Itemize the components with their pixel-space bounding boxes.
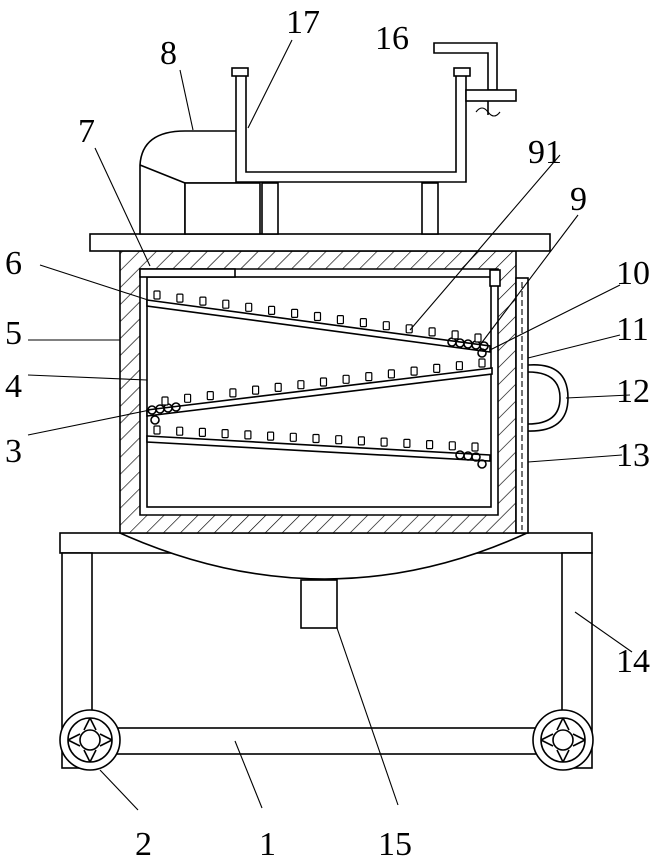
screen-tooth [221, 429, 229, 439]
label-9: 9 [570, 181, 587, 218]
screen-tooth [428, 327, 436, 337]
hopper [231, 67, 471, 183]
roller-cluster-lower [455, 450, 487, 469]
label-7: 7 [78, 113, 95, 150]
screen-tooth [359, 318, 367, 328]
screen-tooth [455, 361, 463, 371]
bottom-dome [119, 532, 528, 580]
label-10: 10 [616, 255, 650, 292]
screen-tooth [336, 315, 344, 325]
screen-teeth [153, 290, 486, 452]
screen-tooth [474, 333, 482, 343]
label-4: 4 [5, 368, 22, 405]
screen-tooth [199, 296, 207, 306]
water-inlet-pipe [433, 42, 517, 117]
motor [139, 130, 439, 235]
screen-tooth [426, 440, 434, 450]
screen-tooth [448, 441, 456, 451]
label-1: 1 [259, 826, 276, 863]
screen-tooth [206, 391, 214, 401]
side-slide-rail [489, 269, 529, 534]
screen-tooth [289, 432, 297, 442]
handle [527, 364, 569, 432]
screen-tooth [357, 436, 365, 446]
screen-tooth [161, 396, 169, 406]
screen-tooth [451, 330, 459, 340]
screen-tooth [312, 433, 320, 444]
screen-tooth [252, 385, 260, 395]
label-16: 16 [375, 20, 409, 57]
wheel-left [59, 709, 121, 771]
screen-tooth [342, 374, 350, 384]
screen-tooth [410, 366, 418, 376]
screen-tooth [198, 427, 206, 437]
screen-tooth [245, 302, 253, 312]
label-17: 17 [286, 4, 320, 41]
screen-tooth [274, 382, 282, 392]
label-14: 14 [616, 643, 650, 680]
screen-tooth [380, 437, 388, 447]
screen-tooth [365, 372, 373, 382]
screen-tooth [478, 358, 486, 368]
screen-tooth [176, 426, 184, 436]
base-rail [91, 727, 563, 755]
screen-tooth [153, 425, 161, 435]
screen-tooth [291, 308, 299, 318]
screen-tooth [382, 321, 390, 331]
screen-tooth [268, 305, 276, 315]
screen-tooth [153, 290, 161, 300]
screen-tooth [184, 393, 192, 403]
screen-tooth [267, 431, 275, 441]
label-13: 13 [616, 437, 650, 474]
label-5: 5 [5, 315, 22, 352]
leader-lines [27, 39, 633, 811]
screen-tooth [313, 311, 322, 322]
label-3: 3 [5, 433, 22, 470]
part-labels: 1 2 3 4 5 6 7 8 9 10 11 12 13 14 15 16 1… [5, 4, 650, 863]
wheel-right [532, 709, 594, 771]
label-2: 2 [135, 826, 152, 863]
label-11: 11 [616, 311, 649, 348]
screen-tooth [176, 293, 184, 303]
screen-tooth [403, 438, 411, 448]
label-15: 15 [378, 826, 412, 863]
inner-baffle [139, 268, 236, 278]
screen-tooth [433, 363, 441, 373]
label-12: 12 [616, 373, 650, 410]
label-8: 8 [160, 35, 177, 72]
label-91: 91 [528, 134, 562, 171]
screen-middle [146, 367, 493, 425]
top-plate [89, 233, 551, 252]
screen-tooth [297, 380, 305, 390]
screen-tooth [471, 442, 479, 452]
screen-lower [146, 435, 491, 469]
screen-tooth [387, 369, 395, 379]
screen-tooth [244, 430, 252, 440]
screen-tooth [335, 435, 343, 445]
screen-upper [146, 299, 491, 358]
label-6: 6 [5, 245, 22, 282]
outlet-pipe [300, 579, 338, 629]
screen-tooth [222, 299, 230, 309]
screen-tooth [405, 324, 413, 334]
screen-tooth [229, 388, 237, 398]
screen-tooth [319, 377, 328, 387]
